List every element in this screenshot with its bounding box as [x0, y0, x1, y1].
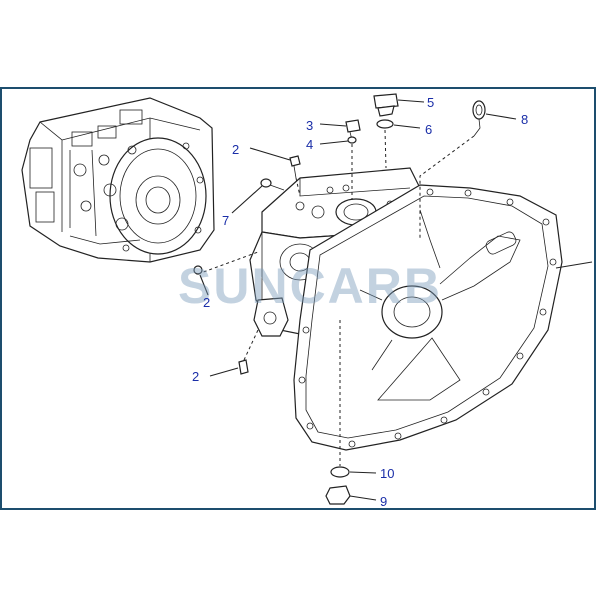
- callout-9: 9: [380, 494, 387, 509]
- callout-8: 8: [521, 112, 528, 127]
- callout-3: 3: [306, 118, 313, 133]
- callout-5: 5: [427, 95, 434, 110]
- callout-2-middle: 2: [203, 295, 210, 310]
- pump-assembly-view: [21, 97, 215, 263]
- callout-10: 10: [380, 466, 394, 481]
- callout-2-top: 2: [232, 142, 239, 157]
- callout-2-bottom: 2: [192, 369, 199, 384]
- hardware-parts: [193, 93, 486, 505]
- leader-lines: [199, 99, 517, 501]
- callout-labels: 2 2 2 3 4 5 6 7 8 9 10: [192, 95, 528, 509]
- watermark: SUNCARB: [178, 258, 442, 314]
- pump-body-exploded: [249, 167, 593, 451]
- callout-6: 6: [425, 122, 432, 137]
- callout-7: 7: [222, 213, 229, 228]
- callout-4: 4: [306, 137, 313, 152]
